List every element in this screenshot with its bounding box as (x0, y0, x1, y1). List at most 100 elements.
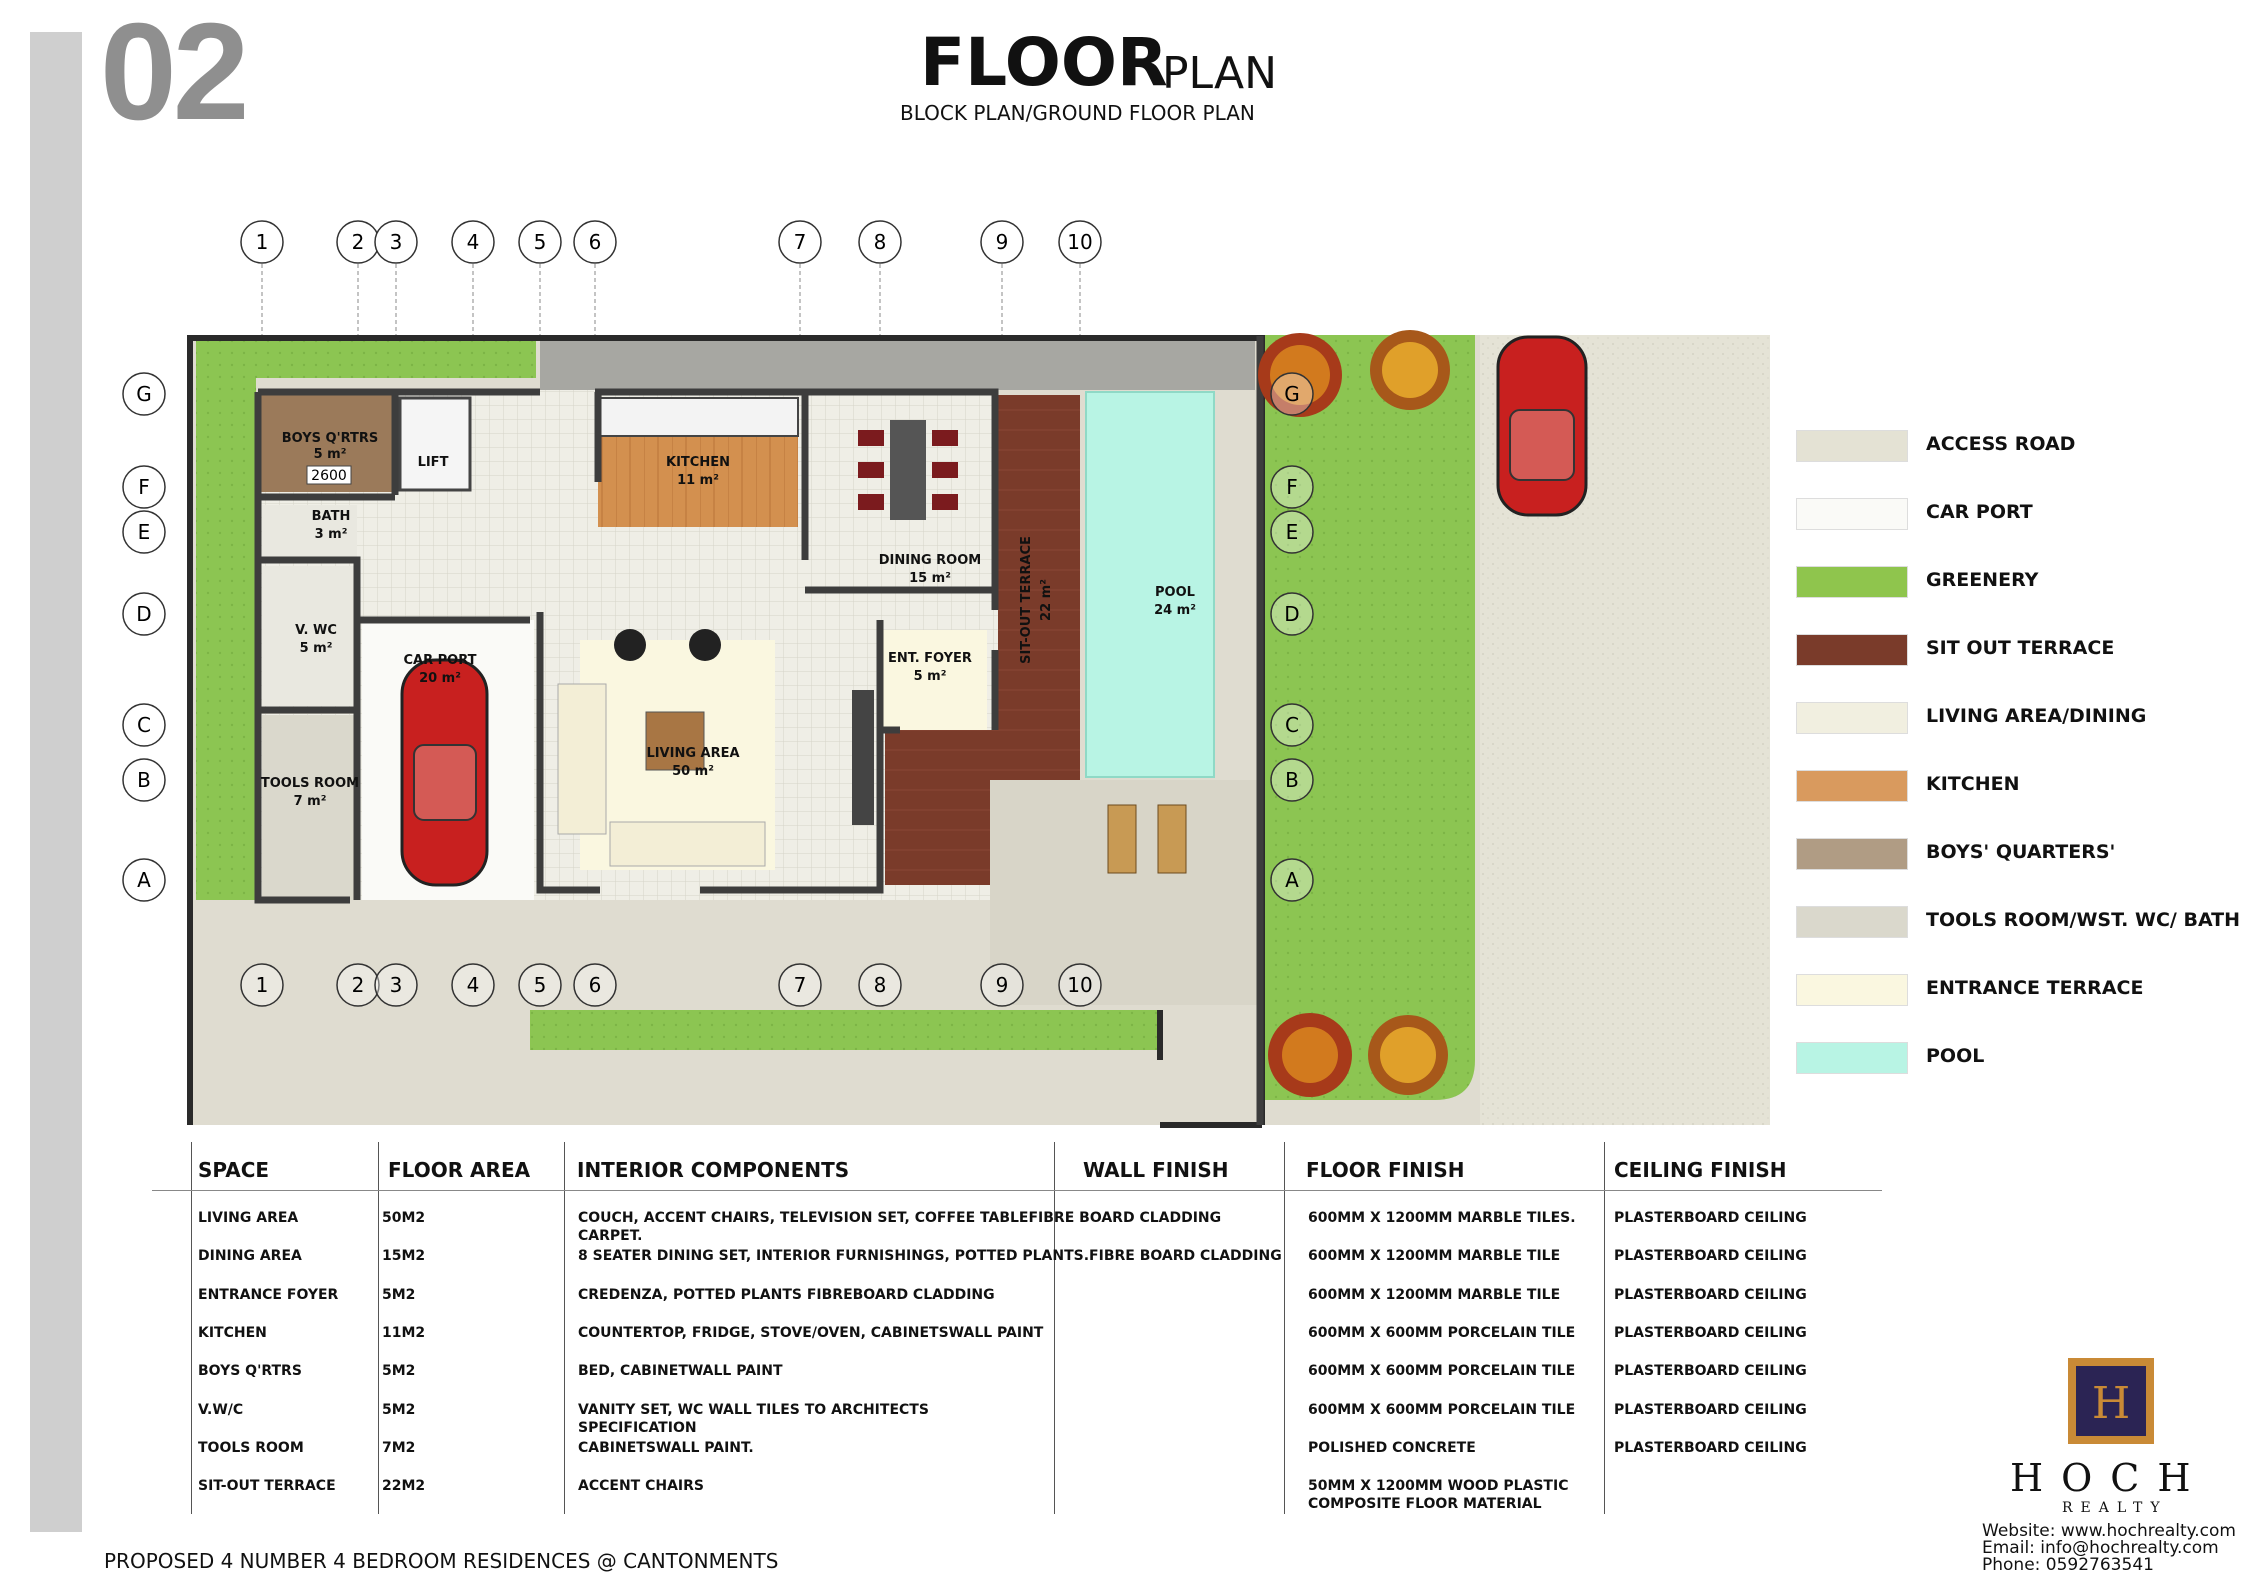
grid-bubble-col (240, 220, 284, 264)
table-header-interior-components: INTERIOR COMPONENTS (577, 1158, 850, 1182)
grid-label-col: 2 (352, 230, 365, 254)
table-cell-space: DINING AREA (198, 1248, 302, 1265)
table-cell-ceiling: PLASTERBOARD CEILING (1614, 1210, 1807, 1226)
table-cell-space: ENTRANCE FOYER (198, 1286, 339, 1303)
contact-website: Website: www.hochrealty.com (1982, 1521, 2236, 1541)
legend-label: CAR PORT (1926, 501, 2033, 523)
room-label-pool: POOL (1155, 585, 1195, 600)
table-divider (1284, 1142, 1285, 1514)
svg-text:H: H (2092, 1378, 2130, 1429)
sun-lounger (1107, 804, 1137, 874)
room-area-terrace: 22 m² (1039, 579, 1054, 621)
table-cell-components: COUNTERTOP, FRIDGE, STOVE/OVEN, CABINETS… (578, 1324, 1044, 1341)
greenery-east (1262, 335, 1475, 1100)
legend-swatch (1796, 974, 1908, 1006)
room-area-kitchen: 11 m² (677, 473, 719, 488)
page-subtitle: BLOCK PLAN/GROUND FLOOR PLAN (900, 101, 1255, 125)
table-divider (191, 1142, 192, 1514)
grid-label-col: 1 (256, 230, 269, 254)
table-cell-area: 22M2 (382, 1478, 426, 1495)
grid-bubble-col (518, 963, 562, 1007)
legend-label: LIVING AREA/DINING (1926, 705, 2147, 727)
room-label-vwc: V. WC (295, 623, 337, 638)
tools-floor (262, 715, 357, 900)
grid-label-row: G (1284, 382, 1300, 406)
grid-label-col: 6 (589, 973, 602, 997)
table-divider (564, 1142, 565, 1514)
grid-label-row: B (1285, 768, 1299, 792)
table-cell-space: V.W/C (198, 1401, 244, 1418)
legend-label: POOL (1926, 1045, 1985, 1067)
room-label-foyer: ENT. FOYER (888, 651, 972, 666)
table-cell-floor: 600MM X 1200MM MARBLE TILE (1308, 1248, 1561, 1265)
grid-bubble-col (778, 220, 822, 264)
grid-label-row: F (1286, 475, 1298, 499)
grid-bubble-col (980, 220, 1024, 264)
grid-label-row: A (137, 868, 151, 892)
grid-bubble-col (858, 220, 902, 264)
greenery-west (196, 340, 256, 900)
grid-bubble-row (1270, 372, 1314, 416)
coffee-table (645, 711, 705, 771)
table-cell-space: LIVING AREA (198, 1210, 299, 1226)
table-cell-floor: POLISHED CONCRETE (1308, 1439, 1476, 1456)
table-cell-space: KITCHEN (198, 1324, 267, 1341)
grid-bubble-col (374, 963, 418, 1007)
grid-bubble-row (122, 858, 166, 902)
table-cell-area: 7M2 (382, 1439, 416, 1456)
grid-label-col: 8 (874, 230, 887, 254)
bath-floor (262, 505, 357, 557)
room-area-vwc: 5 m² (300, 641, 333, 656)
table-divider (378, 1142, 379, 1514)
grid-bubble-col (336, 963, 380, 1007)
table-header-floor-area: FLOOR AREA (388, 1158, 531, 1182)
grid-label-row: E (138, 520, 151, 544)
grid-bubble-row (1270, 758, 1314, 802)
page-title-sub: PLAN (1162, 48, 1278, 99)
room-label-dining: DINING ROOM (879, 553, 981, 568)
table-cell-components: 8 SEATER DINING SET, INTERIOR FURNISHING… (578, 1248, 1282, 1265)
hedge-south (530, 1010, 1160, 1050)
grid-label-col: 4 (467, 230, 480, 254)
grid-bubble-col (980, 963, 1024, 1007)
sofa-left (557, 683, 607, 835)
grid-label-row: C (137, 713, 151, 737)
table-cell-ceiling: PLASTERBOARD CEILING (1614, 1439, 1807, 1456)
grid-label-col: 2 (352, 973, 365, 997)
grid-bubble-col (778, 963, 822, 1007)
table-cell-components: CREDENZA, POTTED PLANTS FIBREBOARD CLADD… (578, 1286, 995, 1303)
grid-bubble-row (1270, 465, 1314, 509)
accent-chair (689, 629, 721, 661)
grid-label-col: 5 (534, 230, 547, 254)
grid-bubble-col (451, 963, 495, 1007)
room-label-lift: LIFT (418, 455, 449, 470)
legend-label: ACCESS ROAD (1926, 433, 2076, 455)
grid-label-col: 3 (390, 973, 403, 997)
legend-swatch (1796, 1042, 1908, 1074)
page-title: FLOOR (920, 24, 1168, 101)
grid-label-row: B (137, 768, 151, 792)
grid-bubble-row (122, 465, 166, 509)
grid-bubble-col (1058, 963, 1102, 1007)
grid-bubble-row (122, 758, 166, 802)
table-header-space: SPACE (198, 1158, 270, 1182)
brand-logo-mark: H (2076, 1366, 2146, 1436)
table-cell-floor2: COMPOSITE FLOOR MATERIAL (1308, 1496, 1542, 1513)
grid-bubble-col (573, 220, 617, 264)
grid-label-col: 1 (256, 973, 269, 997)
greenery-north (196, 340, 536, 378)
sheet-number: 02 (100, 0, 249, 149)
table-header-ceiling-finish: CEILING FINISH (1614, 1158, 1787, 1182)
grid-bubble-col (858, 963, 902, 1007)
legend-swatch (1796, 634, 1908, 666)
grid-label-row: D (136, 602, 151, 626)
table-cell-area: 11M2 (382, 1324, 426, 1341)
table-cell-floor: 600MM X 1200MM MARBLE TILES. (1308, 1210, 1576, 1226)
grid-bubble-row (1270, 592, 1314, 636)
legend-swatch (1796, 430, 1908, 462)
grid-label-col: 10 (1067, 230, 1092, 254)
contact-phone: Phone: 0592763541 (1982, 1555, 2154, 1575)
accent-chair (614, 629, 646, 661)
legend-label: GREENERY (1926, 569, 2039, 591)
sun-lounger (1157, 804, 1187, 874)
